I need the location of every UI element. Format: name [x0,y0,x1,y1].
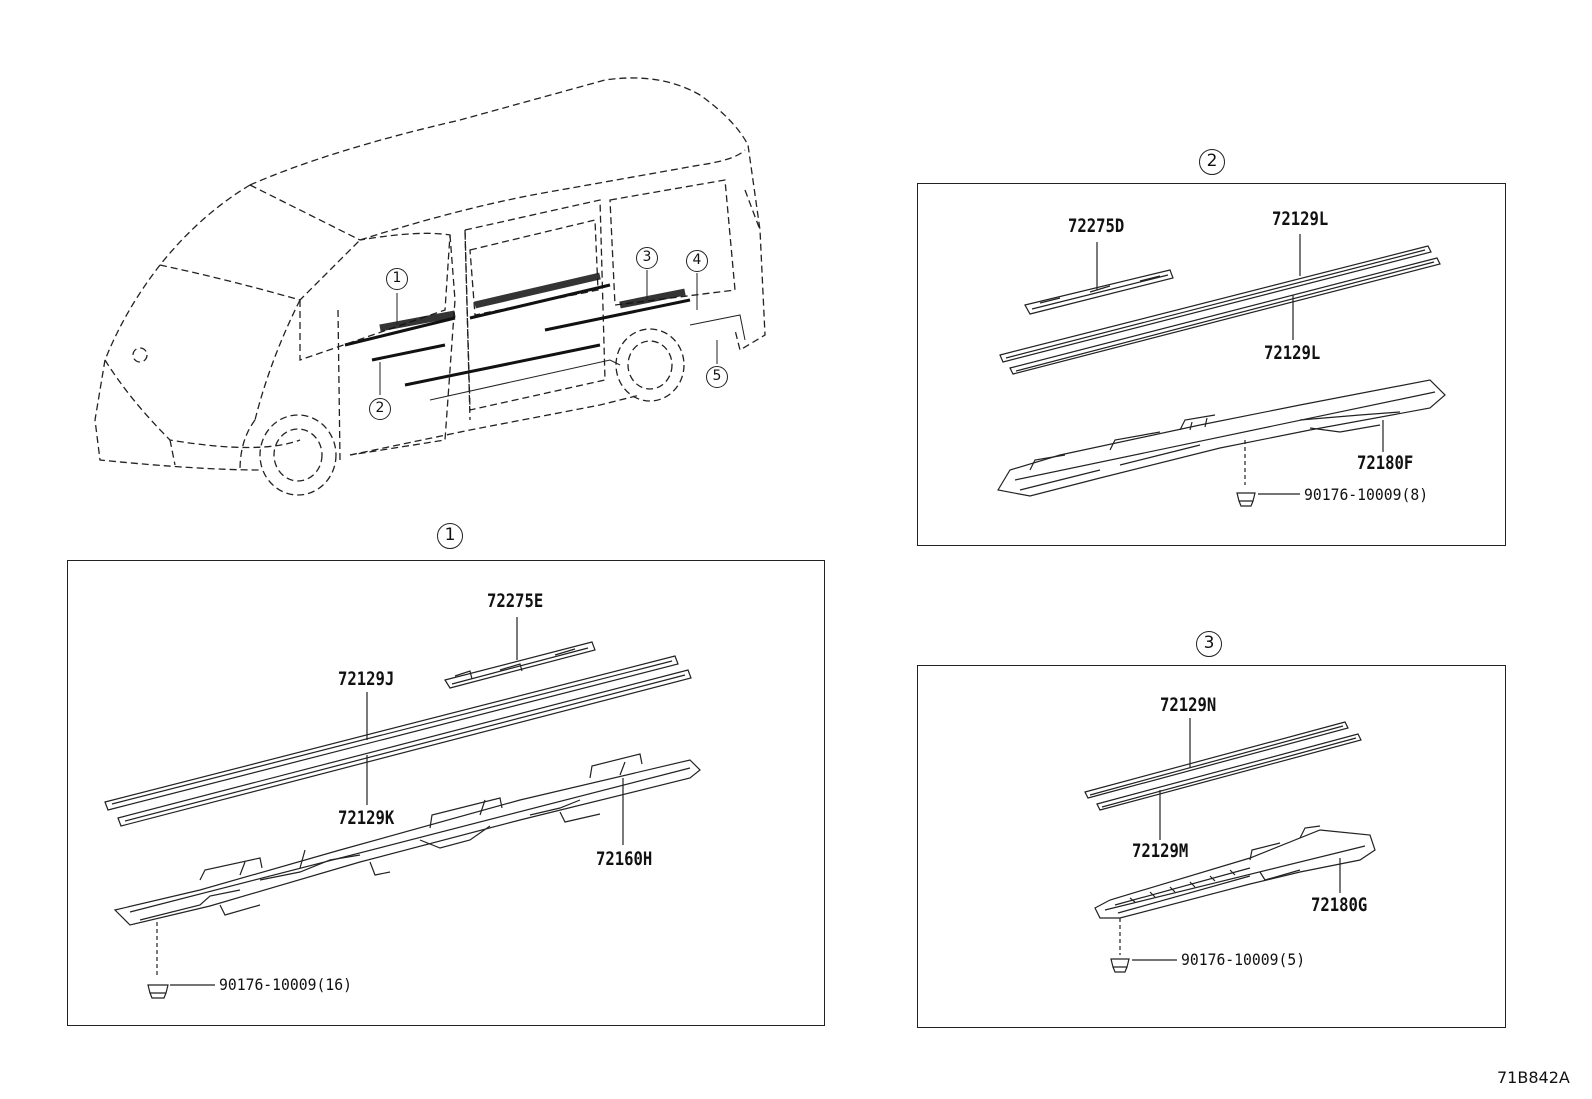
fastener-label-5: 90176-10009(5) [1181,950,1306,969]
part-72129K-label: 72129K [338,807,395,829]
callout-4: 4 [686,250,708,272]
part-72129N-label: 72129N [1160,694,1217,716]
part-72160H-label: 72160H [596,848,653,870]
fastener-label-16: 90176-10009(16) [219,975,352,994]
part-72129M-label: 72129M [1132,840,1189,862]
callout-1: 1 [386,268,408,290]
panel-2-marker: 2 [1199,149,1225,175]
drawing-code: 71B842A [1497,1068,1570,1087]
part-72129L-upper-label: 72129L [1272,208,1329,230]
panel-3 [917,665,1506,1028]
part-72275D-label: 72275D [1068,215,1125,237]
panel-1-marker: 1 [437,523,463,549]
part-72275E-label: 72275E [487,590,544,612]
part-72180F-label: 72180F [1357,452,1414,474]
panel-1 [67,560,825,1026]
fastener-label-8: 90176-10009(8) [1304,485,1429,504]
part-72129L-lower-label: 72129L [1264,342,1321,364]
callout-2: 2 [369,398,391,420]
panel-3-marker: 3 [1196,631,1222,657]
callout-5: 5 [706,366,728,388]
part-72180G-label: 72180G [1311,894,1368,916]
part-72129J-label: 72129J [338,668,395,690]
callout-3: 3 [636,247,658,269]
panel-2 [917,183,1506,546]
